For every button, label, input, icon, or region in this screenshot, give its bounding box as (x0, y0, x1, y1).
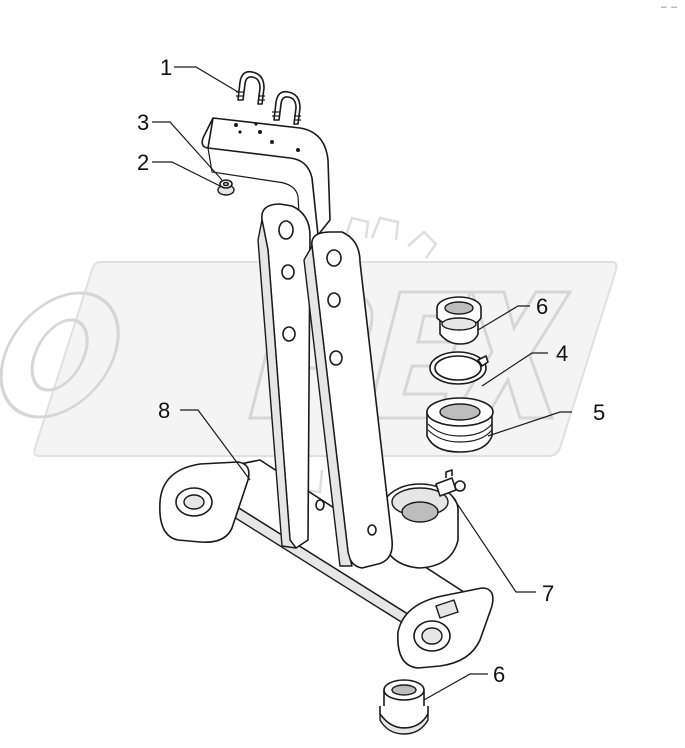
corner-mark: − − (660, 3, 678, 13)
callout-7: 7 (542, 581, 554, 606)
callout-3: 3 (137, 110, 149, 135)
callout-labels: 1 3 2 6 4 8 5 7 6 (137, 55, 605, 687)
snap-ring (429, 351, 489, 385)
top-bushing (436, 296, 482, 345)
grease-nipple (435, 469, 466, 497)
callout-6-top: 6 (536, 294, 548, 319)
bracket-frame (159, 203, 494, 669)
callout-8: 8 (158, 398, 170, 423)
callout-5: 5 (593, 400, 605, 425)
bearing-sleeve (426, 397, 494, 453)
u-bolt-assembly (201, 70, 331, 236)
u-bolt (237, 70, 265, 105)
clamp-plate (201, 117, 331, 236)
callout-1: 1 (160, 55, 172, 80)
leader-lines (152, 66, 572, 701)
bottom-bushing (379, 679, 429, 735)
callout-4: 4 (556, 341, 568, 366)
callout-2: 2 (137, 150, 149, 175)
nut-and-washer (217, 179, 235, 196)
callout-6-bottom: 6 (493, 662, 505, 687)
